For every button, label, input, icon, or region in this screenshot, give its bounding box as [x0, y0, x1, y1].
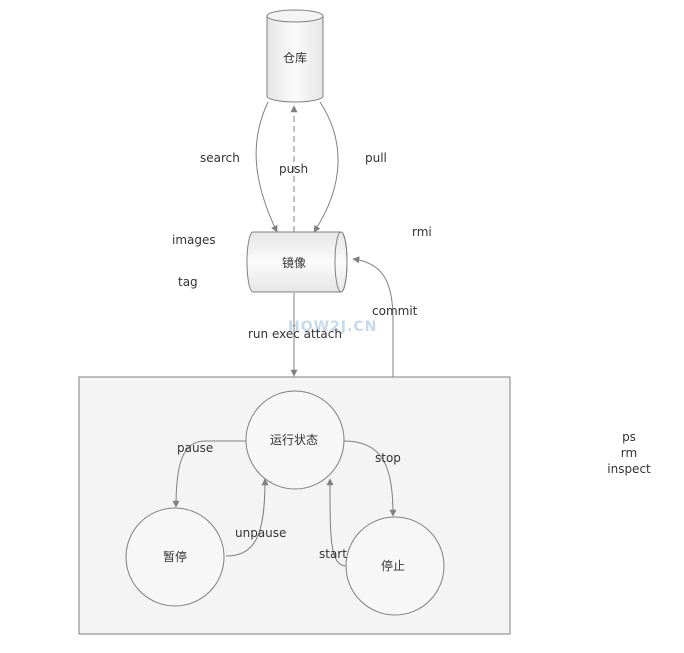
container-command-ps: ps [622, 430, 636, 444]
stop-label: stop [375, 451, 401, 465]
container-command-list: ps rm inspect [607, 430, 651, 476]
stopped-state-label: 停止 [381, 558, 405, 573]
container-command-inspect: inspect [607, 462, 651, 476]
start-label: start [319, 547, 347, 561]
repository-label: 仓库 [283, 50, 307, 65]
container-command-rm: rm [621, 446, 637, 460]
pause-label: pause [177, 441, 213, 455]
search-edge [255, 101, 278, 233]
push-label: push [279, 162, 308, 176]
search-label: search [200, 151, 240, 165]
rmi-command-label: rmi [412, 225, 432, 239]
watermark: HOW2J.CN [288, 319, 377, 335]
paused-state-node [125, 507, 225, 607]
pause-edge [172, 440, 246, 508]
running-state-node [245, 390, 345, 490]
pull-label: pull [365, 151, 387, 165]
commit-label: commit [372, 304, 418, 318]
commit-edge [352, 256, 394, 377]
run-exec-attach-label: run exec attach [248, 327, 342, 341]
stop-edge [343, 440, 397, 517]
images-command-label: images [172, 233, 216, 247]
unpause-label: unpause [235, 526, 286, 540]
running-state-label: 运行状态 [270, 433, 318, 447]
pull-edge [313, 101, 339, 233]
unpause-edge [225, 478, 269, 557]
tag-command-label: tag [178, 275, 198, 289]
paused-state-label: 暂停 [163, 549, 187, 564]
image-label: 镜像 [282, 255, 306, 270]
repository-node [266, 9, 324, 103]
image-node [246, 231, 348, 293]
start-edge [326, 478, 347, 567]
